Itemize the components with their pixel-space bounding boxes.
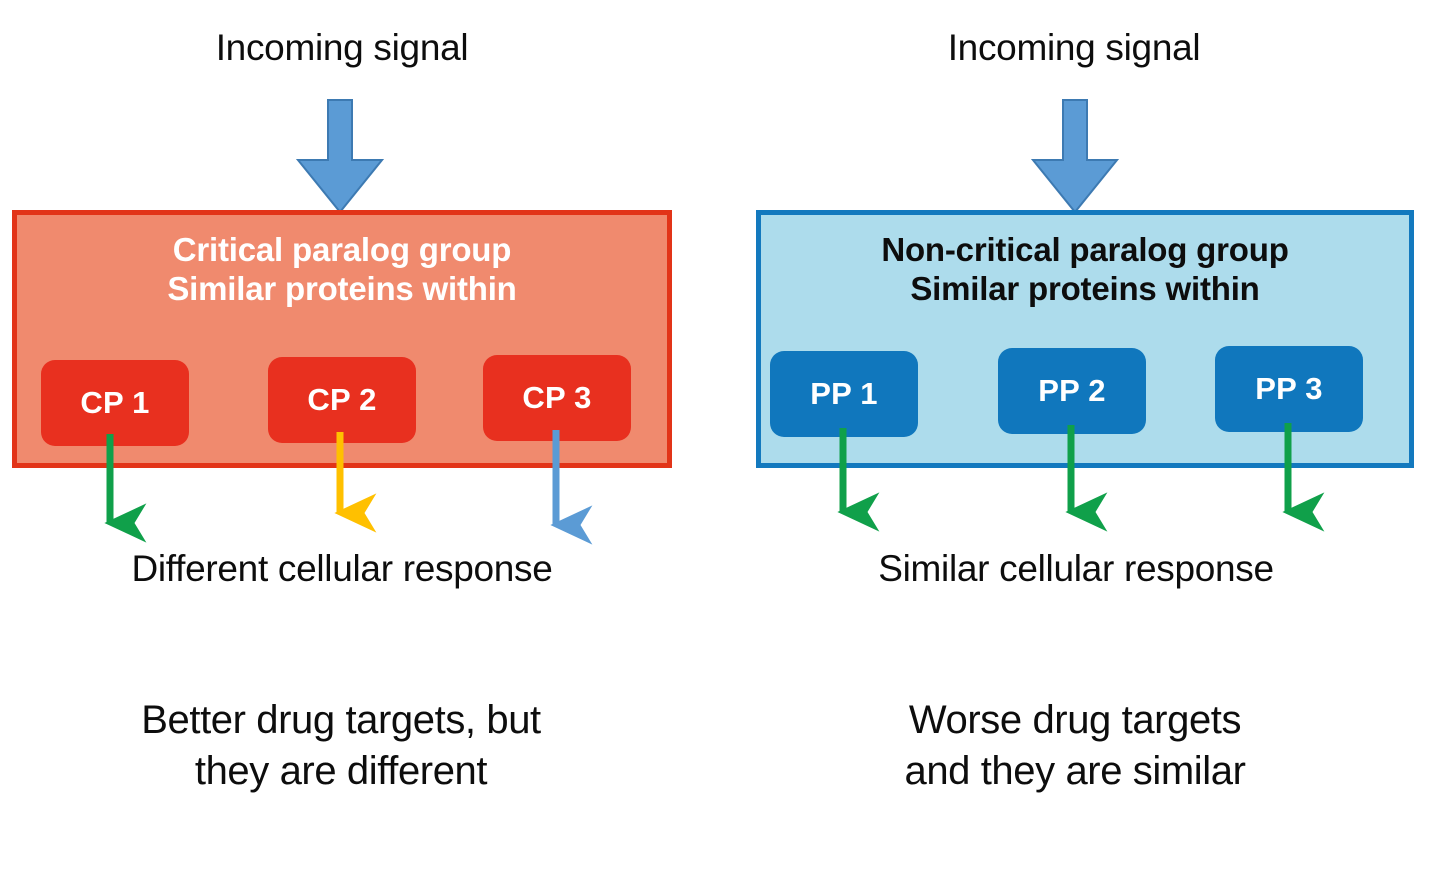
- conclusion-left-line2: they are different: [194, 749, 488, 794]
- response-label-left: Different cellular response: [131, 548, 553, 589]
- conclusion-right: Worse drug targets and they are similar: [730, 695, 1420, 797]
- conclusion-left-line1: Better drug targets, but: [141, 698, 541, 742]
- incoming-signal-label-right: Incoming signal: [947, 27, 1201, 68]
- chip-pp-1[interactable]: PP 1: [770, 351, 918, 437]
- critical-paralog-group-panel: Critical paralog group Similar proteins …: [12, 210, 672, 468]
- non-critical-group-title-line2: Similar proteins within: [910, 269, 1260, 307]
- response-label-right: Similar cellular response: [878, 548, 1274, 589]
- non-critical-paralog-group-panel: Non-critical paralog group Similar prote…: [756, 210, 1414, 468]
- conclusion-left: Better drug targets, but they are differ…: [0, 695, 686, 797]
- down-arrow-icon-left: [295, 99, 385, 214]
- chip-pp-3[interactable]: PP 3: [1215, 346, 1363, 432]
- critical-group-title-line1: Critical paralog group: [172, 231, 512, 268]
- incoming-signal-label-left: Incoming signal: [215, 27, 469, 68]
- chip-cp-1[interactable]: CP 1: [41, 360, 189, 446]
- critical-group-title: Critical paralog group Similar proteins …: [17, 231, 667, 309]
- conclusion-right-line2: and they are similar: [904, 749, 1246, 794]
- non-critical-group-title-line1: Non-critical paralog group: [881, 231, 1289, 268]
- critical-group-title-line2: Similar proteins within: [167, 269, 517, 307]
- down-arrow-icon-right: [1030, 99, 1120, 214]
- chip-cp-2[interactable]: CP 2: [268, 357, 416, 443]
- conclusion-right-line1: Worse drug targets: [908, 698, 1242, 742]
- non-critical-group-title: Non-critical paralog group Similar prote…: [761, 231, 1409, 309]
- chip-cp-3[interactable]: CP 3: [483, 355, 631, 441]
- chip-pp-2[interactable]: PP 2: [998, 348, 1146, 434]
